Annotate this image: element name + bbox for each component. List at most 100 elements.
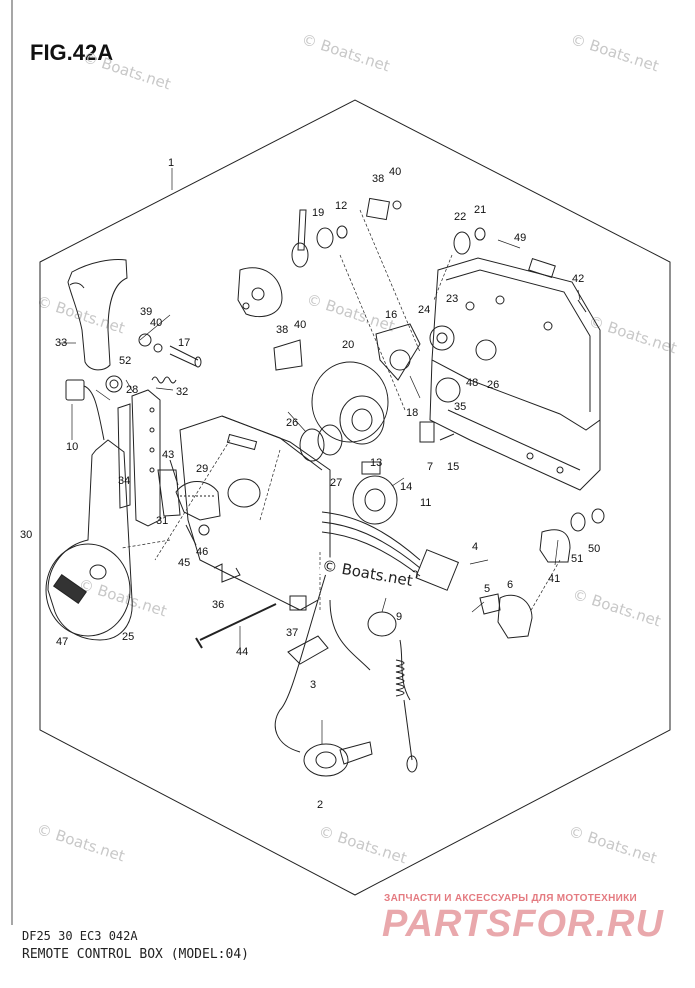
- part-callout-26: 26: [487, 379, 499, 391]
- part-callout-5: 5: [484, 583, 490, 595]
- part-callout-33: 33: [55, 337, 67, 349]
- connector-2: [303, 743, 349, 777]
- part-callout-24: 24: [418, 304, 430, 316]
- bushing-12: [316, 227, 334, 249]
- part-callout-22: 22: [454, 211, 466, 223]
- switch-7: [419, 421, 435, 443]
- seal-26: [299, 428, 325, 462]
- part-callout-30: 30: [20, 529, 32, 541]
- washer-51: [570, 512, 586, 532]
- assembly-frame: [39, 99, 671, 896]
- part-callout-19: 19: [312, 207, 324, 219]
- part-callout-40: 40: [294, 319, 306, 331]
- part-callout-41: 41: [548, 573, 560, 585]
- part-callout-10: 10: [66, 441, 78, 453]
- clip-36: [213, 563, 241, 583]
- switch-bracket-16: [375, 323, 421, 381]
- part-callout-37: 37: [286, 627, 298, 639]
- part-callout-44: 44: [236, 646, 248, 658]
- hub-bore: [89, 564, 107, 580]
- part-callout-50: 50: [588, 543, 600, 555]
- screw-40: [392, 200, 402, 210]
- cover-plate-35: [431, 257, 601, 431]
- part-callout-1: 1: [168, 157, 174, 169]
- wire-harness-8: [321, 511, 421, 561]
- washer-46: [198, 524, 210, 536]
- part-callout-6: 6: [507, 579, 513, 591]
- washer-26-right: [475, 339, 497, 361]
- part-callout-34: 34: [118, 475, 130, 487]
- screw-15: [439, 433, 455, 441]
- washer-40: [153, 343, 163, 353]
- part-callout-21: 21: [474, 204, 486, 216]
- part-callout-40: 40: [150, 317, 162, 329]
- part-callout-9: 9: [396, 611, 402, 623]
- part-callout-27: 27: [330, 477, 342, 489]
- brand-emblem: [53, 573, 87, 605]
- plate-18: [389, 349, 411, 371]
- part-callout-15: 15: [447, 461, 459, 473]
- spacer-37: [289, 595, 307, 611]
- part-callout-16: 16: [385, 309, 397, 321]
- ring-27: [317, 424, 343, 456]
- part-callout-7: 7: [427, 461, 433, 473]
- figure-title: FIG.42A: [30, 40, 114, 65]
- part-callout-36: 36: [212, 599, 224, 611]
- part-callout-25: 25: [122, 631, 134, 643]
- clamp-3: [287, 635, 329, 665]
- part-callout-45: 45: [178, 557, 190, 569]
- lever-19: [297, 209, 307, 251]
- hub-plate-47: [45, 543, 131, 637]
- part-callout-4: 4: [472, 541, 478, 553]
- control-handle-33: [67, 259, 128, 371]
- clip-42: [577, 299, 587, 313]
- part-callout-13: 13: [370, 457, 382, 469]
- part-callout-3: 3: [310, 679, 316, 691]
- pin-21: [474, 227, 486, 241]
- neutral-switch-10: [65, 379, 85, 401]
- key-5: [479, 593, 501, 615]
- part-callout-46: 46: [196, 546, 208, 558]
- part-callout-18: 18: [406, 407, 418, 419]
- part-callout-32: 32: [176, 386, 188, 398]
- washer-22: [453, 231, 471, 255]
- control-box-housing: [179, 415, 331, 611]
- cable-2: [274, 599, 319, 753]
- buzzer-11: [352, 475, 398, 525]
- buzzer-clip-13: [361, 461, 381, 475]
- diagram-code: DF25 30 EC3 042A: [22, 929, 138, 943]
- part-callout-39: 39: [140, 306, 152, 318]
- cap-6: [497, 594, 533, 639]
- bolt-44: [199, 603, 277, 641]
- lanyard-coil: [395, 659, 405, 697]
- spring-32: [151, 376, 177, 384]
- bushing-35: [435, 377, 461, 403]
- plate-38: [273, 339, 303, 371]
- part-callout-47: 47: [56, 636, 68, 648]
- cam-bracket: [237, 267, 283, 318]
- part-callout-43: 43: [162, 449, 174, 461]
- screw-45: [185, 524, 197, 546]
- part-callout-48: 48: [466, 377, 478, 389]
- part-callout-29: 29: [196, 463, 208, 475]
- gear-24: [429, 325, 455, 351]
- slot-plate: [528, 257, 556, 279]
- grommet-41: [539, 529, 571, 563]
- part-callout-12: 12: [335, 200, 347, 212]
- washer-52: [105, 375, 123, 393]
- part-callout-26: 26: [286, 417, 298, 429]
- part-callout-14: 14: [400, 481, 412, 493]
- part-callout-38: 38: [276, 324, 288, 336]
- lever-bracket-28: [131, 389, 161, 527]
- pin-43: [169, 459, 179, 486]
- part-callout-2: 2: [317, 799, 323, 811]
- main-switch-4: [414, 549, 460, 591]
- part-callout-51: 51: [571, 553, 583, 565]
- part-callout-23: 23: [446, 293, 458, 305]
- pulley-20: [311, 361, 389, 443]
- brand-tagline: ЗАПЧАСТИ И АКСЕССУАРЫ ДЛЯ МОТОТЕХНИКИ: [384, 893, 637, 904]
- washer-39: [138, 333, 152, 347]
- part-callout-20: 20: [342, 339, 354, 351]
- part-callout-52: 52: [119, 355, 131, 367]
